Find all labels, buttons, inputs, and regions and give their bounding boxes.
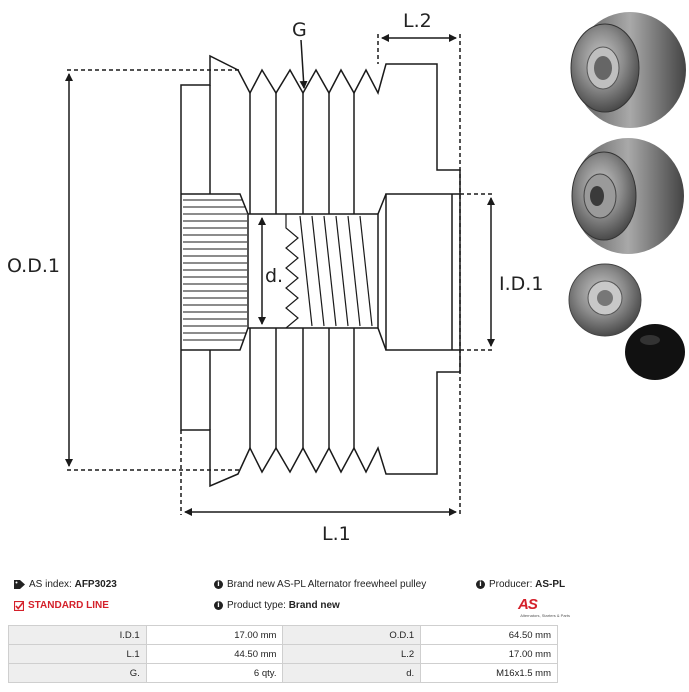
dimension-arrows xyxy=(65,34,495,516)
spec-value: 44.50 mm xyxy=(145,644,284,664)
spec-label: O.D.1 xyxy=(282,625,422,645)
product-type-value: Brand new xyxy=(288,600,340,611)
g-leader-line xyxy=(299,39,308,89)
info-icon: i xyxy=(476,580,485,589)
pulley-photo-angled xyxy=(571,138,684,254)
pulley-photo-front xyxy=(570,12,686,128)
product-type-label: Product type: xyxy=(227,600,286,611)
pulley-cap-photo xyxy=(625,324,685,380)
spec-value: 6 qty. xyxy=(145,663,284,683)
as-index-value: AFP3023 xyxy=(74,579,117,590)
logo-mark: AS xyxy=(518,596,538,613)
product-type-row: i Product type: Brand new xyxy=(214,600,340,611)
spec-value: 17.00 mm xyxy=(145,625,284,645)
info-icon: i xyxy=(214,601,223,610)
pulley-outline xyxy=(180,54,461,488)
table-row: G. 6 qty. d. M16x1.5 mm xyxy=(8,663,558,683)
tag-icon xyxy=(14,580,25,589)
as-index-label: AS index: xyxy=(29,579,72,590)
spec-label: L.2 xyxy=(282,644,422,664)
pulley-photo-rear xyxy=(568,263,642,337)
l2-label: L.2 xyxy=(403,10,432,32)
g-label: G xyxy=(292,19,307,41)
pulley-technical-drawing: G L.2 O.D.1 d. I.D.1 L.1 xyxy=(7,10,686,545)
spec-value: M16x1.5 mm xyxy=(420,663,558,683)
spec-label: L.1 xyxy=(8,644,147,664)
description-row: i Brand new AS-PL Alternator freewheel p… xyxy=(214,579,426,590)
specs-table: I.D.1 17.00 mm O.D.1 64.50 mm L.1 44.50 … xyxy=(8,625,558,683)
l1-label: L.1 xyxy=(322,523,351,545)
info-icon: i xyxy=(214,580,223,589)
id1-label: I.D.1 xyxy=(499,273,543,295)
producer-label: Producer: xyxy=(489,579,533,590)
spec-label: G. xyxy=(8,663,147,683)
spec-label: d. xyxy=(282,663,422,683)
checkbox-icon xyxy=(14,600,24,611)
logo-tagline: Alternators, Starters & Parts xyxy=(520,613,570,618)
spec-value: 17.00 mm xyxy=(420,644,558,664)
producer-row: i Producer: AS-PL xyxy=(476,579,565,590)
spline-hatching xyxy=(183,199,247,341)
standard-line-text: STANDARD LINE xyxy=(28,600,109,611)
thread-pattern xyxy=(285,214,373,329)
as-pl-logo: AS Alternators, Starters & Parts xyxy=(500,596,570,620)
as-index-row: AS index: AFP3023 xyxy=(14,579,117,590)
description-text: Brand new AS-PL Alternator freewheel pul… xyxy=(227,579,427,590)
table-row: I.D.1 17.00 mm O.D.1 64.50 mm xyxy=(8,625,558,645)
od1-label: O.D.1 xyxy=(7,255,60,277)
producer-value: AS-PL xyxy=(535,579,566,590)
extension-lines xyxy=(67,34,495,515)
table-row: L.1 44.50 mm L.2 17.00 mm xyxy=(8,644,558,664)
d-label: d. xyxy=(265,265,283,287)
spec-label: I.D.1 xyxy=(8,625,147,645)
spec-value: 64.50 mm xyxy=(420,625,558,645)
standard-line-row: STANDARD LINE xyxy=(14,600,109,611)
